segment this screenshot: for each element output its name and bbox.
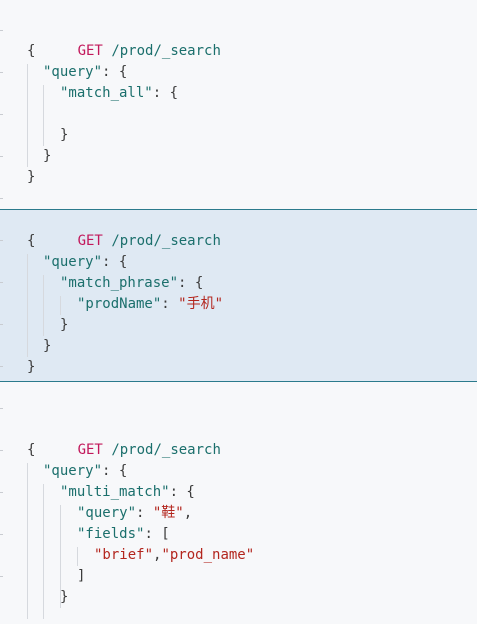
json-punct: : { bbox=[169, 484, 195, 500]
code-line-query: "query": { bbox=[43, 461, 127, 482]
gutter-marker bbox=[0, 114, 3, 115]
indent-guide bbox=[43, 85, 44, 146]
json-punct: : { bbox=[102, 254, 128, 270]
json-punct: , bbox=[183, 505, 193, 521]
code-line-match-phrase: "match_phrase": { bbox=[60, 273, 203, 294]
code-line-query: "query": { bbox=[43, 62, 127, 83]
gutter-marker bbox=[0, 408, 3, 409]
json-string-value: "鞋" bbox=[152, 505, 184, 521]
json-key: "fields" bbox=[77, 526, 145, 542]
code-line-multi-match: "multi_match": { bbox=[60, 482, 195, 503]
gutter-marker bbox=[0, 240, 3, 241]
code-line-open: { bbox=[27, 43, 36, 59]
indent-guide bbox=[43, 484, 44, 619]
json-punct: : { bbox=[152, 85, 179, 101]
json-punct: : { bbox=[102, 64, 128, 80]
indent-guide bbox=[60, 505, 61, 608]
json-punct: : bbox=[161, 296, 179, 312]
request-line[interactable]: GET /prod/_search bbox=[27, 210, 221, 249]
code-line-fields: "fields": [ bbox=[77, 524, 170, 545]
json-key: "query" bbox=[43, 463, 103, 479]
code-line-close-array: ] bbox=[77, 568, 86, 584]
gutter-marker bbox=[0, 156, 3, 157]
request-block-match-phrase[interactable]: GET /prod/_search { "query": { "match_ph… bbox=[0, 209, 477, 382]
json-key: "prodName" bbox=[77, 296, 162, 312]
gutter-marker bbox=[0, 576, 3, 577]
json-punct: : { bbox=[102, 463, 128, 479]
indent-guide bbox=[43, 275, 44, 336]
json-punct: : [ bbox=[144, 526, 170, 542]
json-key: "query" bbox=[43, 64, 103, 80]
json-key: "match_all" bbox=[60, 85, 153, 101]
code-line-close-query: } bbox=[43, 148, 52, 164]
json-key: "match_phrase" bbox=[60, 275, 179, 291]
code-line-match-all: "match_all": { bbox=[60, 83, 178, 104]
json-key: "query" bbox=[77, 505, 137, 521]
request-block-multi-match[interactable]: GET /prod/_search { "query": { "multi_ma… bbox=[0, 419, 477, 619]
request-path: /prod/_search bbox=[111, 43, 221, 59]
gutter-marker bbox=[0, 450, 3, 451]
gutter-marker bbox=[0, 492, 3, 493]
indent-guide bbox=[77, 547, 78, 566]
code-line-close-query: } bbox=[43, 338, 52, 354]
request-line[interactable]: GET /prod/_search bbox=[27, 20, 221, 59]
json-punct: , bbox=[153, 547, 162, 563]
code-line-close-match: } bbox=[60, 317, 69, 333]
request-line[interactable]: GET /prod/_search bbox=[27, 419, 221, 458]
json-string-value: "prod_name" bbox=[161, 547, 255, 563]
code-line-close-match: } bbox=[60, 127, 69, 143]
gutter-marker bbox=[0, 366, 3, 367]
json-punct: : bbox=[136, 505, 153, 521]
code-line-close-match: } bbox=[60, 589, 69, 605]
http-method: GET bbox=[77, 442, 103, 458]
gutter-marker bbox=[0, 198, 3, 199]
request-block-match-all[interactable]: GET /prod/_search { "query": { "match_al… bbox=[0, 20, 477, 190]
code-line-close-root: } bbox=[27, 359, 36, 375]
gutter-marker bbox=[0, 534, 3, 535]
json-punct: : { bbox=[178, 275, 204, 291]
indent-guide bbox=[60, 296, 61, 315]
json-string-value: "brief" bbox=[94, 547, 154, 563]
code-line-prodname: "prodName": "手机" bbox=[77, 294, 223, 315]
json-string-value: "手机" bbox=[178, 296, 224, 312]
http-method: GET bbox=[77, 43, 103, 59]
code-line-inner-query: "query": "鞋", bbox=[77, 503, 192, 524]
indent-guide bbox=[27, 463, 28, 619]
code-line-close-root: } bbox=[27, 169, 36, 185]
indent-guide bbox=[27, 64, 28, 167]
code-line-open: { bbox=[27, 233, 36, 249]
code-line-query: "query": { bbox=[43, 252, 127, 273]
code-line-field-values: "brief","prod_name" bbox=[94, 545, 254, 566]
indent-guide bbox=[27, 254, 28, 357]
gutter-marker bbox=[0, 324, 3, 325]
gutter-marker bbox=[0, 30, 3, 31]
json-key: "multi_match" bbox=[60, 484, 170, 500]
code-line-open: { bbox=[27, 442, 36, 458]
request-path: /prod/_search bbox=[111, 442, 221, 458]
gutter-marker bbox=[0, 282, 3, 283]
gutter-marker bbox=[0, 72, 3, 73]
request-path: /prod/_search bbox=[111, 233, 221, 249]
json-key: "query" bbox=[43, 254, 103, 270]
http-method: GET bbox=[77, 233, 103, 249]
